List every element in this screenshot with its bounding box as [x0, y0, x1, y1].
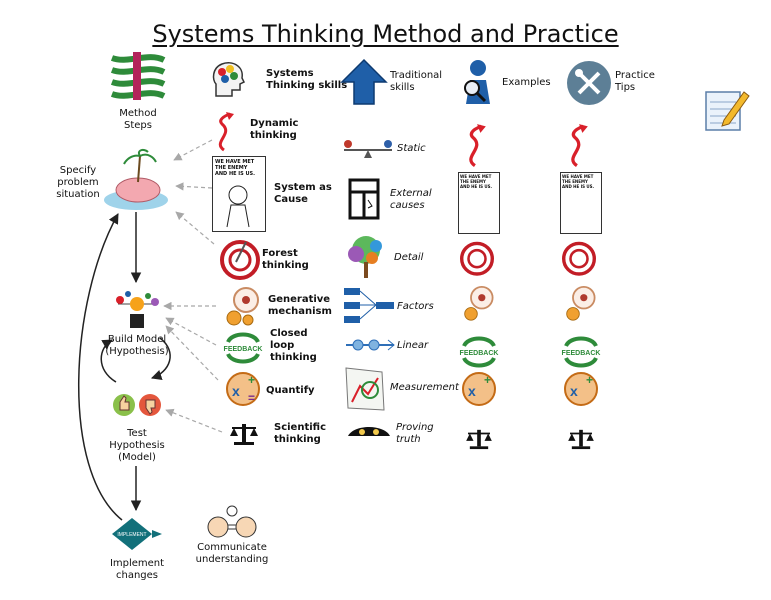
dashed-arrow-dynamic: [173, 139, 213, 161]
tip-bulb-icon: [566, 286, 596, 321]
skill-scientific-label: Scientific thinking: [274, 422, 327, 445]
two-faces-icon: [207, 505, 257, 538]
skill-detail-label: Detail: [394, 252, 424, 263]
factors-diagram-icon: [344, 288, 394, 323]
header-traditional: Traditional skills: [390, 70, 443, 93]
skill-static-label: Static: [397, 143, 426, 154]
thumbs-up-down-icon: [113, 394, 161, 416]
cartoon-text: WE HAVE MET THE ENEMY AND HE IS US.: [215, 159, 256, 177]
skill-external-label: External causes: [390, 188, 432, 211]
bulb-gears-icon: [226, 287, 259, 326]
brain-head-icon: [212, 62, 246, 97]
skill-proving-label: Proving truth: [396, 422, 434, 445]
notepad-pencil-icon[interactable]: [704, 86, 750, 132]
example-cartoon-icon: WE HAVE MET THE ENEMY AND HE IS US.: [458, 172, 500, 234]
svg-text:+: +: [484, 373, 491, 387]
example-dynamic-arrow-icon: [469, 124, 486, 167]
measurement-chart-icon: [345, 367, 385, 411]
tip-dynamic-arrow-icon: [571, 124, 588, 167]
model-planets-icon: [116, 291, 159, 328]
dna-icon: [110, 52, 166, 100]
example-forest-icon: [460, 241, 494, 276]
header-systems-thinking: Systems Thinking skills: [266, 68, 348, 91]
step-specify-label: Specify problem situation: [56, 165, 100, 200]
up-arrow-icon: [340, 58, 388, 105]
window-external-icon: [348, 178, 380, 220]
implement-arrow-icon: IMPLEMENT: [112, 518, 162, 550]
skill-closed-loop-label: Closed loop thinking: [270, 328, 317, 363]
dashed-arrow-closed-loop: [165, 317, 217, 346]
seesaw-icon: [344, 140, 392, 158]
dashed-arrow-scientific: [165, 408, 223, 433]
eyes-dark-icon: [348, 427, 390, 436]
person-magnifier-icon: [464, 60, 490, 104]
skill-system-cause-label: System as Cause: [274, 182, 332, 205]
page-title: Systems Thinking Method and Practice: [152, 20, 619, 48]
svg-text:FEEDBACK: FEEDBACK: [562, 350, 601, 357]
step-implement-label: Implement changes: [109, 558, 165, 581]
skill-dynamic-label: Dynamic thinking: [250, 118, 299, 141]
header-practice-tips: Practice Tips: [615, 70, 655, 93]
example-scales-icon: [466, 429, 492, 450]
header-examples: Examples: [502, 77, 551, 88]
arrow-build-to-test: [151, 337, 171, 380]
tree-detail-icon: [348, 236, 382, 278]
example-bulb-icon: [464, 286, 494, 321]
feedback-loop-icon: FEEDBACK: [224, 332, 263, 364]
quantify-math-icon: x + =: [226, 372, 260, 406]
wrench-screwdriver-icon: [567, 61, 611, 105]
tip-feedback-icon: FEEDBACK: [562, 336, 601, 368]
step-build-label: Build Model (Hypothesis): [105, 334, 169, 357]
cartoon-pogo-icon: WE HAVE MET THE ENEMY AND HE IS US.: [212, 156, 266, 232]
forest-target-icon: [220, 240, 260, 280]
step-communicate-label: Communicate understanding: [195, 542, 269, 565]
svg-text:x: x: [232, 383, 240, 399]
tip-scales-icon: [568, 429, 594, 450]
implement-badge-text: IMPLEMENT: [117, 532, 146, 538]
skill-generative-label: Generative mechanism: [268, 294, 332, 317]
step-test-label: Test Hypothesis (Model): [109, 428, 165, 463]
svg-text:x: x: [570, 383, 578, 399]
example-math-icon: x +: [462, 372, 496, 406]
scales-icon: [230, 424, 258, 445]
tip-math-icon: x +: [564, 372, 598, 406]
tip-cartoon-icon: WE HAVE MET THE ENEMY AND HE IS US.: [560, 172, 602, 234]
dynamic-arrow-icon: [218, 112, 234, 152]
svg-text:+: +: [248, 373, 255, 387]
skill-linear-label: Linear: [397, 340, 429, 351]
dashed-arrow-forest: [175, 211, 215, 245]
header-method-steps: Method Steps: [119, 108, 157, 131]
svg-text:FEEDBACK: FEEDBACK: [460, 350, 499, 357]
arrow-test-to-build: [100, 339, 117, 383]
svg-text:+: +: [586, 373, 593, 387]
feedback-text: FEEDBACK: [224, 346, 263, 353]
skill-factors-label: Factors: [397, 301, 434, 312]
island-icon: [104, 148, 168, 210]
tip-forest-icon: [562, 241, 596, 276]
dashed-arrow-system-cause: [175, 182, 213, 191]
skill-measurement-label: Measurement: [390, 382, 459, 393]
skill-quantify-label: Quantify: [266, 385, 315, 396]
svg-text:=: =: [248, 391, 255, 405]
skill-forest-label: Forest thinking: [262, 248, 309, 271]
example-feedback-icon: FEEDBACK: [460, 336, 499, 368]
svg-text:x: x: [468, 383, 476, 399]
dashed-arrow-quantify: [165, 325, 219, 381]
arrow-implement-to-specify: [77, 213, 123, 521]
linear-chain-icon: [346, 339, 395, 351]
